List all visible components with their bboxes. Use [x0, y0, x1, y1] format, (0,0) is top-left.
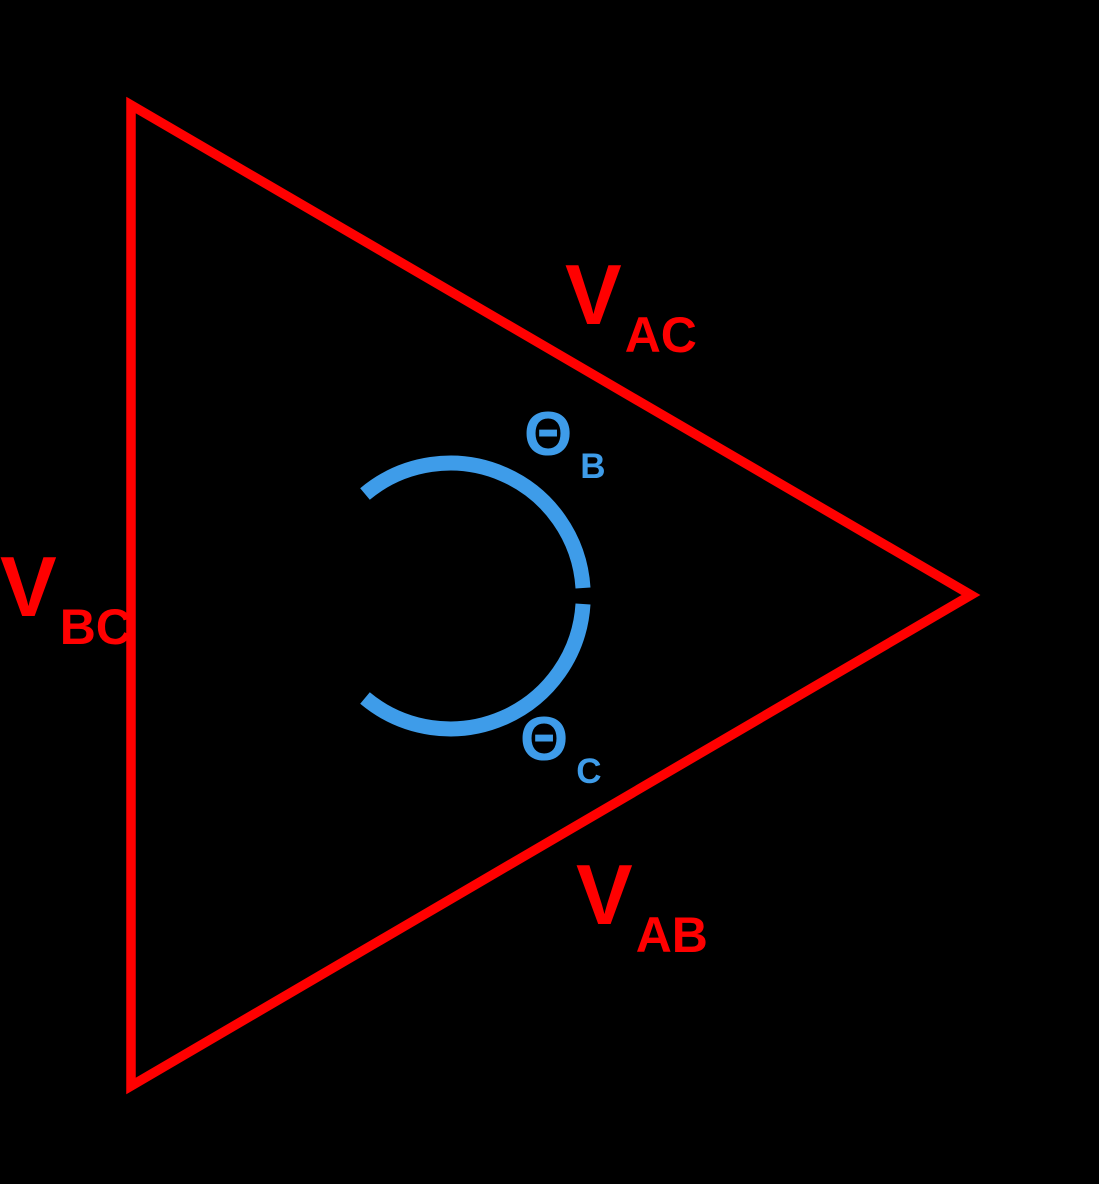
label-v-ac-main: V — [565, 248, 622, 343]
label-v-bc-sub: BC — [59, 599, 132, 655]
delta-triangle-outline — [126, 96, 981, 1095]
label-v-ab-sub: AB — [635, 907, 708, 963]
label-v-bc-main: V — [0, 540, 57, 635]
theta-b-arc — [360, 455, 591, 589]
label-v-bc: VBC — [0, 540, 132, 652]
label-v-ac-sub: AC — [624, 307, 697, 363]
label-v-ab: VAB — [576, 848, 708, 960]
label-theta-c-main: Θ — [520, 705, 569, 774]
label-theta-c-sub: C — [576, 752, 602, 791]
label-theta-b-main: Θ — [524, 400, 573, 469]
label-v-ac: VAC — [565, 248, 697, 360]
label-v-ab-main: V — [576, 848, 633, 943]
label-theta-b-sub: B — [580, 447, 606, 486]
theta-c-arc — [360, 603, 591, 737]
